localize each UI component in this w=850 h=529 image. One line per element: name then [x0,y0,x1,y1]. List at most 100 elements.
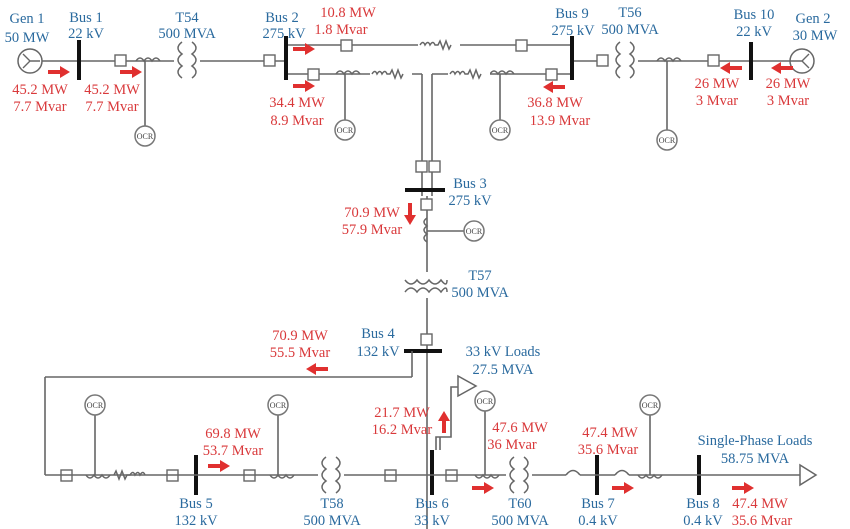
t60-name: T60 [508,496,531,512]
arrow-left-icon [306,363,328,375]
t58-name: T58 [320,496,343,512]
t57-rating: 500 MVA [451,285,509,301]
bus-6-voltage: 33 kV [414,513,450,529]
ocr-relay-3: OCR [489,119,511,141]
ocr-label: OCR [137,132,154,141]
bus-7-voltage: 0.4 kV [578,513,618,529]
arrow-right-icon [120,66,142,78]
arrow-up-icon [438,411,450,433]
bottom-wires [44,230,800,476]
bus-4-voltage: 132 kV [356,344,400,360]
bus-5-name: Bus 5 [179,496,212,512]
load-33kv-rating: 27.5 MVA [473,362,534,378]
flow-bus1-q: 7.7 Mvar [85,99,138,115]
arrow-right-icon [293,80,315,92]
bus-6-name: Bus 6 [415,496,448,512]
transformer-t60-symbol [506,455,532,497]
transformer-t56-symbol [612,40,638,82]
gen-2-rating: 30 MW [793,28,838,44]
flow-bus2-bus3-p: 34.4 MW [269,95,325,111]
ocr-label: OCR [87,401,104,410]
bus-2-name: Bus 2 [265,10,298,26]
transformer-t58-symbol [318,455,344,497]
load-single-phase-rating: 58.75 MVA [721,451,790,467]
gen-1-name: Gen 1 [9,11,44,27]
t54-rating: 500 MVA [158,26,216,42]
flow-bus6-loads-p: 21.7 MW [374,405,430,421]
load-33kv-triangle [457,374,478,398]
generator-2-symbol [789,48,815,74]
bus-1-voltage: 22 kV [68,26,104,42]
gen-2-name: Gen 2 [795,11,830,27]
bus-8-voltage: 0.4 kV [683,513,723,529]
flow-bus1-p: 45.2 MW [84,82,140,98]
ocr-relay-2: OCR [334,119,356,141]
flow-bus9-bus3-q: 13.9 Mvar [530,113,591,129]
flow-bus3-t57-q: 57.9 Mvar [342,222,403,238]
ocr-label: OCR [659,136,676,145]
arrow-left-icon [720,62,742,74]
t56-name: T56 [618,5,641,21]
gen-1-rating: 50 MW [5,30,50,46]
flow-bus4-bus5-p: 70.9 MW [272,328,328,344]
component-labels: Gen 1 50 MW Bus 1 22 kV T54 500 MVA Bus … [5,5,838,529]
flow-bus5-t58-p: 69.8 MW [205,426,261,442]
flow-t56-bus10-q: 3 Mvar [696,93,738,109]
ocr-label: OCR [270,401,287,410]
flow-bus2-bus9-p: 10.8 MW [320,5,376,21]
ocr-relay-5: OCR [463,220,485,242]
arrow-right-icon [48,66,70,78]
t56-rating: 500 MVA [601,22,659,38]
ocr-relays: OCR OCR OCR OCR OCR OCR OCR OCR OCR [84,119,678,416]
flow-bus7-bus8-p: 47.4 MW [582,425,638,441]
flow-t56-bus10-p: 26 MW [695,76,740,92]
ocr-relay-9: OCR [639,394,661,416]
arrow-right-icon [732,482,754,494]
bus-9-voltage: 275 kV [551,23,595,39]
t57-name: T57 [468,268,491,284]
ocr-relay-1: OCR [134,125,156,147]
arrow-right-icon [208,460,230,472]
bus-1-name: Bus 1 [69,10,102,26]
flow-gen1-p: 45.2 MW [12,82,68,98]
flow-bus8-loads-p: 47.4 MW [732,496,788,512]
arrow-right-icon [472,482,494,494]
flow-bus7-bus8-q: 35.6 Mvar [578,442,639,458]
flow-bus2-bus9-q: 1.8 Mvar [314,22,367,38]
ocr-label: OCR [477,397,494,406]
ocr-relay-6: OCR [84,394,106,416]
ocr-label: OCR [466,227,483,236]
arrow-left-icon [771,62,793,74]
flow-bus3-t57-p: 70.9 MW [344,205,400,221]
ocr-label: OCR [337,126,354,135]
bus-2-voltage: 275 kV [262,26,306,42]
bus-10-name: Bus 10 [734,7,775,23]
ocr-relay-8: OCR [474,390,496,412]
flow-bus2-bus3-q: 8.9 Mvar [270,113,323,129]
ocr-label: OCR [492,126,509,135]
bus-4-name: Bus 4 [361,326,395,342]
bus-9-name: Bus 9 [555,6,588,22]
ocr-relay-7: OCR [267,394,289,416]
flow-bus6-loads-q: 16.2 Mvar [372,422,433,438]
transformer-t54-symbol [174,40,200,82]
flow-bus6-t60-q: 36 Mvar [487,437,537,453]
arrow-down-icon [404,203,416,225]
t60-rating: 500 MVA [491,513,549,529]
flow-labels: 45.2 MW 7.7 Mvar 45.2 MW 7.7 Mvar 10.8 M… [12,5,810,529]
flow-bus6-t60-p: 47.6 MW [492,420,548,436]
t54-name: T54 [175,10,199,26]
bus-10-voltage: 22 kV [736,24,772,40]
bus-8-name: Bus 8 [686,496,719,512]
bus-3-voltage: 275 kV [448,193,492,209]
ocr-relay-4: OCR [656,129,678,151]
flow-gen2-q: 3 Mvar [767,93,809,109]
transformer-t57-symbol [403,272,451,298]
generator-1-symbol [17,48,43,74]
arrow-left-icon [543,81,565,93]
bus-7-name: Bus 7 [581,496,614,512]
load-single-phase-triangle [799,463,818,487]
flow-bus8-loads-q: 35.6 Mvar [732,513,793,529]
flow-bus4-bus5-q: 55.5 Mvar [270,345,331,361]
